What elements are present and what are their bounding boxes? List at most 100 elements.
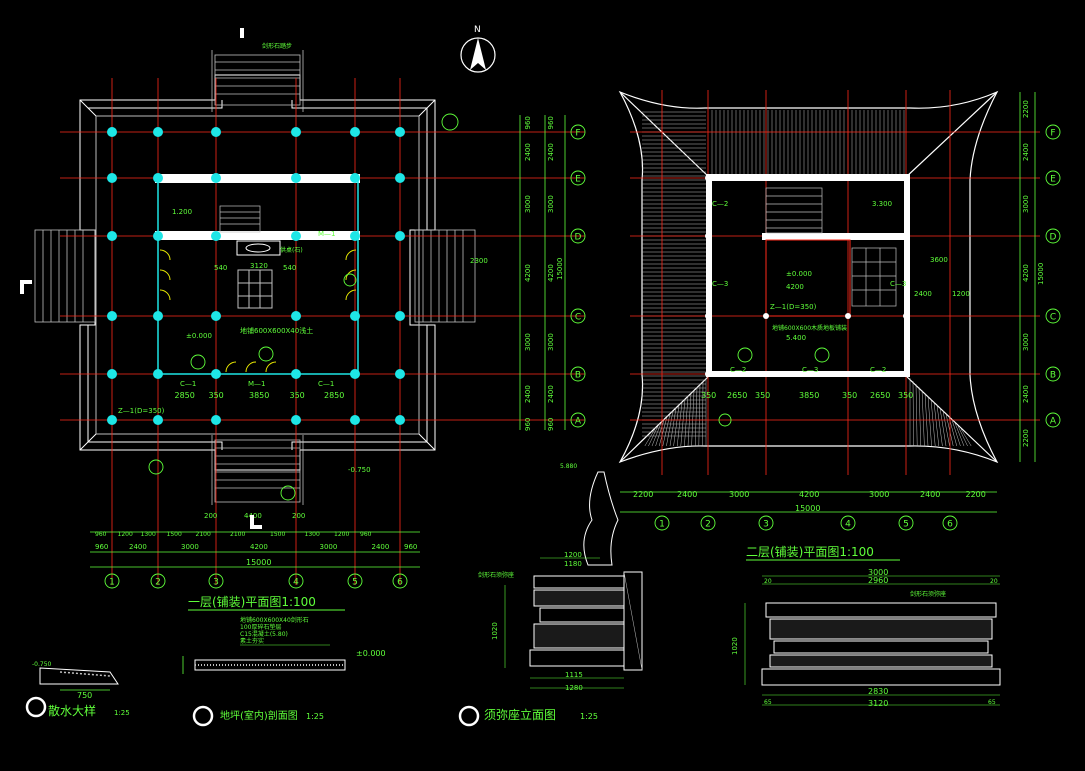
- column-marker: [763, 371, 769, 377]
- plan1-lower-dim: 2850: [175, 391, 195, 400]
- plan1-row-B: B: [575, 371, 581, 381]
- d3-title: 须弥座立面图: [484, 707, 556, 722]
- roof-hatch-line: [666, 410, 674, 447]
- d4-dim-3000: 3000: [868, 568, 888, 577]
- roof-hatch-line: [912, 380, 914, 447]
- label-elev-neg: -0.750: [348, 466, 371, 474]
- column-marker: [350, 415, 360, 425]
- column-marker: [107, 231, 117, 241]
- label-1200-p2: 1200: [952, 290, 970, 298]
- column-marker: [903, 313, 909, 319]
- plan2-bottom-dim: 2200: [633, 490, 653, 499]
- column-marker: [350, 311, 360, 321]
- plan1-col-4: 4: [293, 578, 299, 588]
- label-altar: 供桌(石): [280, 246, 303, 254]
- column-marker: [763, 175, 769, 181]
- roof-hatch-line: [924, 392, 929, 447]
- plan1-lower-dim: 3850: [249, 391, 269, 400]
- plan1-col-4-circle: [288, 573, 304, 589]
- stair-east: [414, 229, 476, 323]
- plan1-section-markers: [148, 113, 459, 501]
- plan2-inner-dim: 2650: [870, 391, 890, 400]
- column-marker: [153, 231, 163, 241]
- plan1-col-1: 1: [109, 578, 115, 588]
- d1-dim: 750: [77, 691, 92, 700]
- label-4200-p2: 4200: [786, 283, 804, 291]
- plan1-col-2-circle: [150, 573, 166, 589]
- d3-marker: [458, 705, 480, 727]
- plan2-stair: [765, 187, 897, 307]
- d4-edge-br: 65: [988, 699, 996, 706]
- column-marker: [211, 415, 221, 425]
- plan1-bottom-dim: 3000: [320, 543, 338, 551]
- plan2-row-A: A: [1050, 417, 1057, 427]
- column-marker: [763, 233, 769, 239]
- roof-hatch-line: [702, 380, 704, 447]
- label-c3-left: C—3: [712, 280, 728, 288]
- roof-hatch-line: [644, 428, 656, 447]
- plan2-row-A-circle: [1045, 412, 1061, 428]
- d3-top-elev: 5.880: [560, 463, 577, 470]
- plan2-right-dim-lines: [1019, 92, 1036, 462]
- plan2-row-F-circle: [1045, 124, 1061, 140]
- plan1-row-E: E: [575, 175, 581, 185]
- plan2-inner-dim: 2650: [727, 391, 747, 400]
- plan1-lower-dim: 2850: [324, 391, 344, 400]
- plan1-mid-dim: 1500: [167, 531, 182, 538]
- plan1-axis-lines: [60, 78, 585, 585]
- plan1-mid-dim: 1300: [141, 531, 156, 538]
- plan2-row-E: E: [1050, 175, 1056, 185]
- roof-hatch-line: [933, 401, 940, 447]
- roof-hatch-line: [927, 395, 932, 447]
- plan2-bottom-dim: 3000: [729, 490, 749, 499]
- plan1-mid-dim: 2100: [230, 531, 245, 538]
- plan1-row-D-circle: [570, 228, 586, 244]
- plan1-right-dim-inner: 2400: [547, 385, 555, 403]
- column-marker: [763, 313, 769, 319]
- label-c3-bottom: C—3: [802, 366, 818, 374]
- plan1-columns: [107, 127, 405, 425]
- label-elev-0-p2: ±0.000: [786, 270, 812, 278]
- d4-edge-bl: 65: [764, 699, 772, 706]
- label-floor-finish: 地铺600X600X40浅土: [240, 326, 313, 335]
- plan2-right-dim: 4200: [1022, 264, 1030, 282]
- plan2-bottom-dim: 4200: [799, 490, 819, 499]
- north-arrow-icon: [470, 38, 486, 70]
- plan1-col-3-circle: [208, 573, 224, 589]
- label-z1-p2: Z—1(D=350): [770, 303, 817, 311]
- stair-north: [211, 50, 304, 112]
- plan1-col-3: 3: [213, 578, 219, 588]
- column-marker: [291, 415, 301, 425]
- column-marker: [153, 311, 163, 321]
- label-c2-left: C—2: [712, 200, 728, 208]
- plan2-col-5-circle: [898, 515, 914, 531]
- plan2-row-D-circle: [1045, 228, 1061, 244]
- plan2-right-dim: 3000: [1022, 195, 1030, 213]
- plan1-bottom-dim-lines: [90, 531, 420, 568]
- roof-hatch-line: [957, 425, 968, 447]
- plan2-right-dim: 2400: [1022, 143, 1030, 161]
- column-marker: [845, 313, 851, 319]
- plan1-col-6: 6: [397, 578, 403, 588]
- d3-dim-1280: 1280: [565, 684, 583, 692]
- d2-layer-note: 100厚碎石垫层: [240, 623, 281, 631]
- roof-hatch-line: [687, 392, 692, 447]
- column-marker: [395, 231, 405, 241]
- label-c2-bottom-right: C—2: [870, 366, 886, 374]
- column-marker: [845, 371, 851, 377]
- plan1-mid-dim: 1500: [270, 531, 285, 538]
- column-marker: [903, 233, 909, 239]
- plan1-col-5-circle: [347, 573, 363, 589]
- plan2-inner-dim: 350: [755, 391, 770, 400]
- label-200b: 200: [292, 512, 305, 520]
- d3-dim-1115: 1115: [565, 671, 583, 679]
- column-marker: [845, 175, 851, 181]
- roof-hatch-line: [918, 386, 922, 447]
- column-marker: [107, 311, 117, 321]
- plan2-bottom-dim: 2200: [966, 490, 986, 499]
- column-marker: [153, 415, 163, 425]
- plan2-col-5: 5: [903, 520, 909, 530]
- d3-dim-1200: 1200: [564, 551, 582, 559]
- inner-walls: [155, 174, 360, 375]
